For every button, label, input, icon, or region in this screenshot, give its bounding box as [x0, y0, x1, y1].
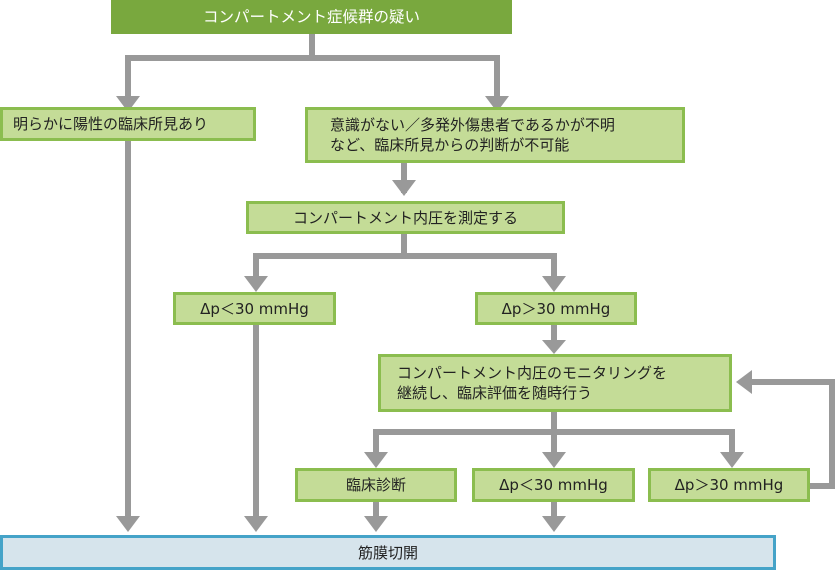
arrowhead — [244, 516, 268, 532]
fasciotomy-text: 筋膜切開 — [357, 543, 418, 562]
title-box: コンパートメント症候群の疑い — [111, 0, 512, 34]
monitor-line2: 継続し、臨床評価を随時行う — [397, 384, 593, 402]
arrow-feedback-loop — [748, 379, 835, 489]
arrow-title-to-right — [312, 55, 500, 100]
fasciotomy-box: 筋膜切開 — [0, 535, 776, 570]
arrowhead — [720, 452, 744, 468]
dp-low-text: Δp＜30 mmHg — [200, 299, 309, 318]
arrowhead — [485, 96, 509, 112]
dp-low-2-box: Δp＜30 mmHg — [472, 468, 635, 502]
arrowhead — [542, 276, 566, 292]
positive-findings-box: 明らかに陽性の臨床所見あり — [0, 107, 256, 141]
positive-findings-text: 明らかに陽性の臨床所見あり — [13, 115, 209, 133]
monitor-line1: コンパートメント内圧のモニタリングを — [397, 364, 668, 382]
dp-high-text: Δp＞30 mmHg — [501, 299, 611, 318]
dp-high-box: Δp＞30 mmHg — [475, 292, 637, 325]
unknown-findings-line1: 意識がない／多発外傷患者であるかが不明 — [330, 116, 615, 134]
clinical-diagnosis-box: 臨床診断 — [295, 468, 457, 502]
arrowhead — [364, 516, 388, 532]
monitor-box: コンパートメント内圧のモニタリングを 継続し、臨床評価を随時行う — [378, 354, 732, 412]
arrow-monitor-to-dphigh2 — [554, 429, 735, 460]
clinical-diagnosis-text: 臨床診断 — [345, 476, 406, 494]
arrowhead — [116, 516, 140, 532]
arrow-monitor-split — [373, 412, 557, 460]
measure-pressure-text: コンパートメント内圧を測定する — [292, 208, 518, 227]
arrowhead — [542, 340, 566, 354]
dp-low-box: Δp＜30 mmHg — [173, 292, 336, 325]
arrow-measure-to-high — [404, 253, 557, 285]
arrow-title-to-left — [125, 34, 315, 100]
dp-low-2-text: Δp＜30 mmHg — [499, 476, 608, 494]
arrowhead — [364, 452, 388, 468]
arrowhead — [392, 180, 416, 196]
unknown-findings-box: 意識がない／多発外傷患者であるかが不明 など、臨床所見からの判断が不可能 — [305, 107, 685, 163]
title-text: コンパートメント症候群の疑い — [202, 8, 420, 26]
arrowhead — [116, 96, 140, 112]
arrow-measure-split — [253, 233, 407, 285]
dp-high-2-text: Δp＞30 mmHg — [674, 476, 784, 494]
arrowhead — [542, 516, 566, 532]
arrowhead — [736, 370, 752, 394]
unknown-findings-line2: など、臨床所見からの判断が不可能 — [330, 136, 570, 154]
measure-pressure-box: コンパートメント内圧を測定する — [246, 201, 565, 234]
arrowhead — [244, 276, 268, 292]
dp-high-2-box: Δp＞30 mmHg — [648, 468, 810, 502]
arrowhead — [542, 452, 566, 468]
